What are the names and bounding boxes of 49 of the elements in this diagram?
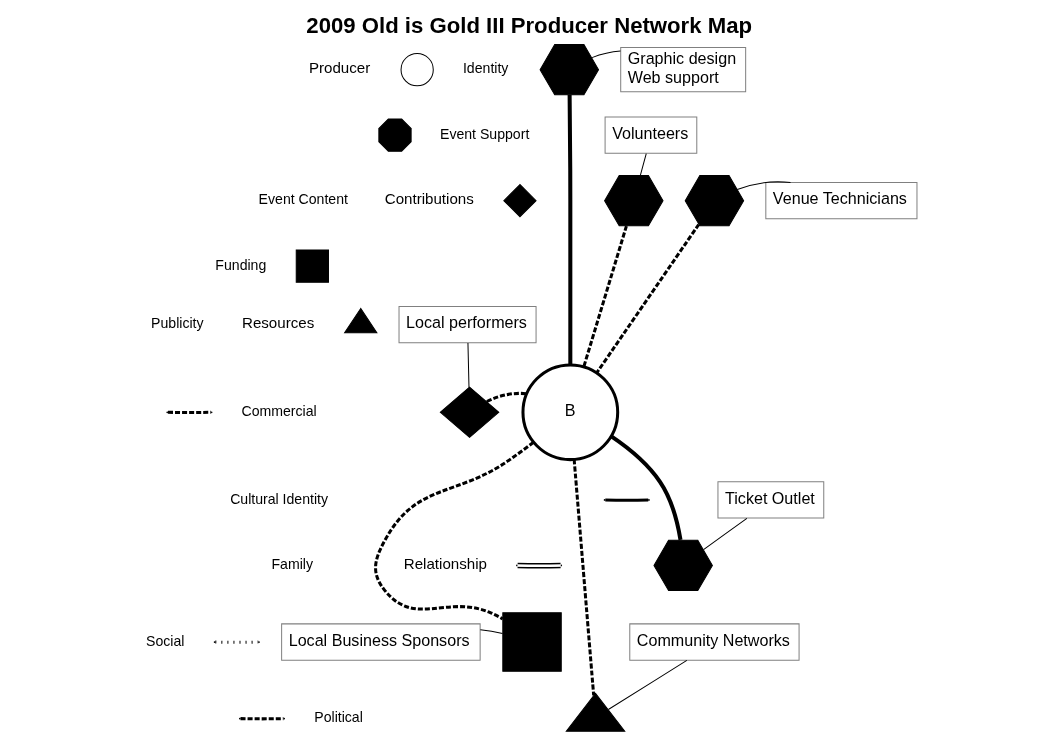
legend-label: Political — [313, 709, 363, 726]
connector — [609, 434, 682, 541]
legend-label: Event Content — [258, 191, 348, 208]
label: Relationship — [403, 554, 487, 572]
label: Producer — [308, 59, 370, 77]
legend-label: Commercial — [241, 402, 317, 419]
legend-label: Cultural Identity — [229, 490, 328, 507]
legend-label: Identity — [462, 60, 508, 77]
label: Resources — [241, 314, 314, 332]
node-circle — [400, 53, 434, 87]
node-hexagon — [652, 539, 713, 592]
connector — [736, 181, 791, 190]
legend-label: Event Support — [439, 125, 529, 142]
node-triangle — [343, 307, 378, 334]
connector — [591, 50, 621, 59]
node-hexagon — [684, 174, 744, 227]
connector — [373, 441, 534, 621]
connector — [639, 153, 647, 176]
node-box — [295, 249, 329, 283]
connector — [485, 391, 527, 403]
diagram-title: 2009 Old is Gold III Producer Network Map — [305, 12, 752, 38]
connector — [702, 517, 747, 551]
node-box: Venue Technicians — [764, 182, 917, 220]
node-triangle — [564, 692, 626, 732]
node-box — [501, 612, 562, 672]
label: Contributions — [384, 190, 474, 208]
node-diamond — [439, 386, 500, 439]
node-box: Volunteers — [604, 116, 697, 154]
node-box: Ticket Outlet — [716, 481, 824, 519]
node-hexagon — [539, 43, 599, 96]
node-diamond — [502, 183, 537, 218]
connector — [595, 223, 700, 374]
connector — [581, 225, 628, 368]
legend-label: Family — [270, 556, 313, 573]
connector — [607, 659, 687, 711]
legend-label: Publicity — [150, 315, 204, 332]
node-octagon — [377, 118, 412, 152]
connector — [466, 342, 469, 388]
connector — [572, 459, 595, 696]
node-box: Local Business Sponsors — [280, 623, 481, 661]
legend-label: Social — [145, 632, 184, 649]
node-circle: B — [520, 363, 619, 462]
node-box: Graphic design Web support — [619, 46, 746, 93]
node-box: Community Networks — [628, 623, 800, 661]
connector — [567, 94, 572, 365]
legend-label: Funding — [214, 256, 266, 273]
node-hexagon — [603, 174, 664, 227]
connector — [479, 629, 503, 634]
node-box: Local performers — [398, 305, 537, 344]
